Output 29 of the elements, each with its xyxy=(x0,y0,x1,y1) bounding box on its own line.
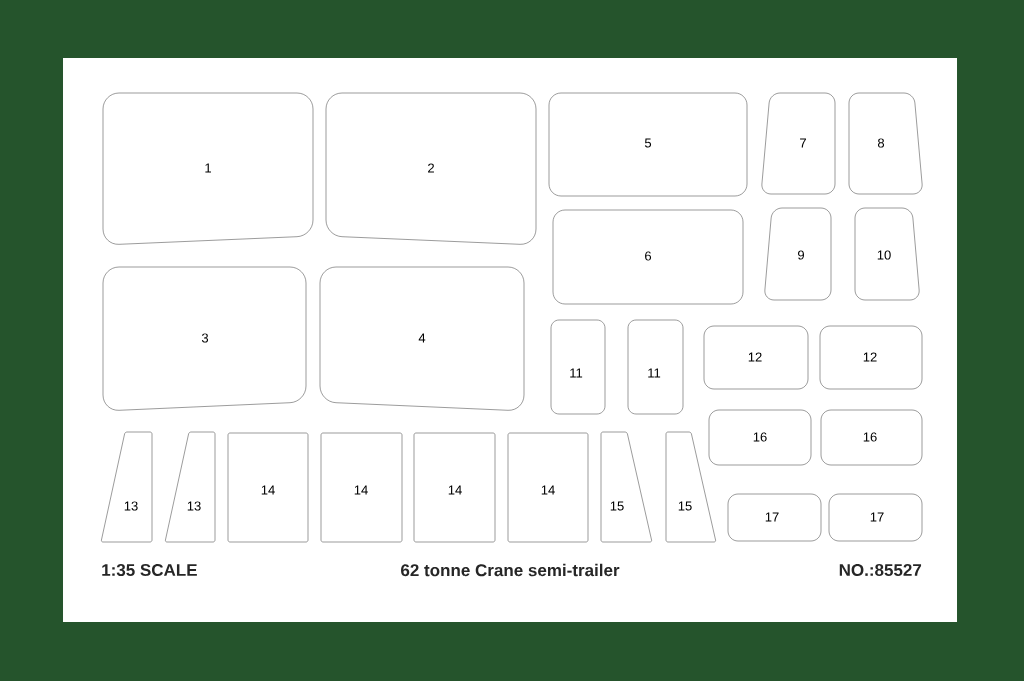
mask-outline: 11 xyxy=(627,319,684,415)
mask-outline: 17 xyxy=(828,493,923,542)
mask-outline: 12 xyxy=(819,325,923,390)
mask-outline: 9 xyxy=(764,207,832,301)
mask-outline: 10 xyxy=(854,207,920,301)
caption-text: 1:35 SCALE xyxy=(102,564,197,577)
mask-outline: 14 xyxy=(320,432,403,543)
caption-text: 62 tonne Crane semi-trailer xyxy=(401,563,620,577)
mask-outline: 8 xyxy=(848,92,923,195)
mask-outline: 11 xyxy=(550,319,606,415)
mask-outline: 13 xyxy=(165,431,216,543)
mask-outline: 13 xyxy=(101,431,153,543)
mask-outline: 6 xyxy=(552,209,744,305)
mask-outline: 14 xyxy=(227,432,309,543)
mask-outline: 12 xyxy=(703,325,809,390)
mask-outline: 16 xyxy=(820,409,923,466)
mask-outline: 4 xyxy=(319,266,525,411)
mask-outline: 14 xyxy=(507,432,589,543)
caption-text: NO.:85527 xyxy=(839,564,922,577)
mask-outline: 3 xyxy=(102,266,307,411)
mask-outline: 16 xyxy=(708,409,812,466)
mask-outline: 15 xyxy=(600,431,652,543)
mask-outline: 17 xyxy=(727,493,822,542)
mask-outline: 1 xyxy=(102,92,314,245)
mask-outline: 14 xyxy=(413,432,496,543)
mask-outline: 5 xyxy=(548,92,748,197)
mask-outline: 2 xyxy=(325,92,537,245)
mask-outline: 15 xyxy=(665,431,716,543)
mask-outline: 7 xyxy=(761,92,836,195)
